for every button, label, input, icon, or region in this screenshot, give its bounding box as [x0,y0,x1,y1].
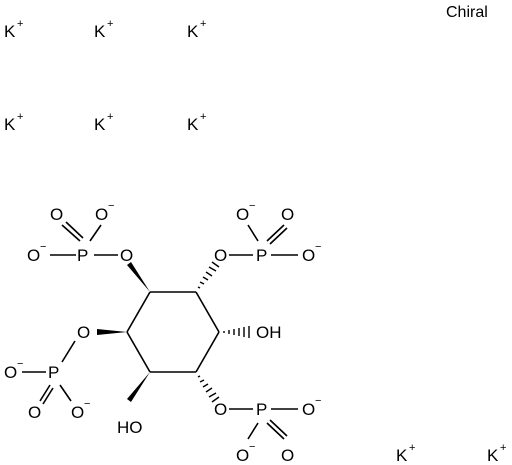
negative-charge: − [315,395,321,407]
oxygen-atom: O [236,205,249,224]
potassium-ion: K + [4,18,23,41]
oxygen-atom: O [4,363,17,382]
negative-charge: − [249,441,255,453]
phosphate-group-left: O P O − O O − [4,323,90,422]
potassium-ion: K + [187,111,206,134]
hashed-bond [197,375,220,403]
wedge-bond [127,372,150,402]
phosphorus-atom: P [77,246,88,265]
oxygen-atom: O [27,246,40,265]
wedge-bond [127,262,150,292]
positive-charge: + [17,111,23,123]
negative-charge: − [84,398,90,410]
oxygen-atom: O [281,446,294,465]
oxygen-atom: O [28,403,41,422]
potassium-ion: K + [4,111,23,134]
oxygen-atom: O [302,246,315,265]
phosphate-group-top-left: O P O − O O − [27,200,133,265]
phosphorus-atom: P [48,363,59,382]
positive-charge: + [17,18,23,30]
negative-charge: − [249,200,255,212]
hydroxyl-group: HO [117,418,143,437]
negative-charge: − [315,241,321,253]
oxygen-atom: O [71,403,84,422]
positive-charge: + [409,442,415,454]
hydroxyl-group: OH [256,323,282,342]
oxygen-atom: O [302,400,315,419]
oxygen-atom: O [77,323,90,342]
potassium-ion: K + [94,18,113,41]
potassium-symbol: K [4,115,16,134]
negative-charge: − [17,358,23,370]
positive-charge: + [107,18,113,30]
chiral-label: Chiral [446,4,488,21]
potassium-symbol: K [4,22,16,41]
potassium-symbol: K [94,115,106,134]
potassium-symbol: K [94,22,106,41]
oxygen-atom: O [50,205,63,224]
positive-charge: + [107,111,113,123]
potassium-symbol: K [396,446,408,465]
phosphate-group-bottom-right: O P O − O − O [214,395,321,465]
oxygen-atom: O [281,205,294,224]
positive-charge: + [500,442,506,454]
wedge-bond [97,329,127,335]
oxygen-atom: O [214,400,227,419]
hashed-bond [197,261,220,289]
oxygen-atom: O [120,246,133,265]
phosphorus-atom: P [256,246,267,265]
oxygen-atom: O [236,446,249,465]
potassium-ion: K + [396,442,415,465]
negative-charge: − [108,200,114,212]
potassium-ion: K + [94,111,113,134]
negative-charge: − [40,241,46,253]
positive-charge: + [200,111,206,123]
potassium-symbol: K [187,115,199,134]
oxygen-atom: O [214,246,227,265]
hashed-bond [223,326,250,338]
potassium-ion: K + [487,442,506,465]
potassium-symbol: K [487,446,499,465]
potassium-ion: K + [187,18,206,41]
positive-charge: + [200,18,206,30]
phosphate-group-top-right: O P O − O − O [214,200,321,265]
ring-bonds [126,291,220,373]
potassium-symbol: K [187,22,199,41]
oxygen-atom: O [95,205,108,224]
phosphorus-atom: P [256,400,267,419]
